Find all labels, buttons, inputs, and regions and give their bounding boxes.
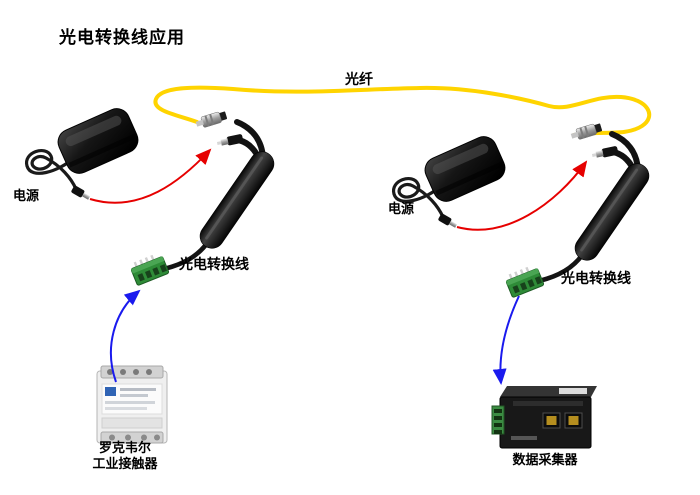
collector-ports <box>542 412 583 429</box>
converter-label-right: 光电转换线 <box>561 270 631 286</box>
page-title: 光电转换线应用 <box>59 28 185 47</box>
fiber-cable <box>153 85 652 137</box>
contactor-label-line2: 工业接触器 <box>92 456 158 472</box>
converter-label-left: 光电转换线 <box>179 256 249 272</box>
data-collector-device <box>491 386 597 449</box>
collector-terminal-block <box>491 405 505 435</box>
contactor-bottom-terminals <box>100 431 164 444</box>
contactor-label: 罗克韦尔 工业接触器 <box>70 440 180 473</box>
signal-arrow-left <box>109 289 141 383</box>
signal-arrow-right <box>492 295 520 385</box>
power-adapter-left <box>24 102 144 204</box>
collector-top-label <box>559 388 587 394</box>
fiber-label: 光纤 <box>345 71 373 87</box>
power-label-right: 电源 <box>388 201 415 216</box>
contactor-top-terminals <box>100 365 164 379</box>
collector-label: 数据采集器 <box>512 452 578 467</box>
power-label-left: 电源 <box>13 188 40 203</box>
power-arrow-left <box>89 148 212 204</box>
contactor-device <box>96 365 168 444</box>
power-arrow-right <box>456 160 588 231</box>
contactor-label-line1: 罗克韦尔 <box>98 440 151 455</box>
